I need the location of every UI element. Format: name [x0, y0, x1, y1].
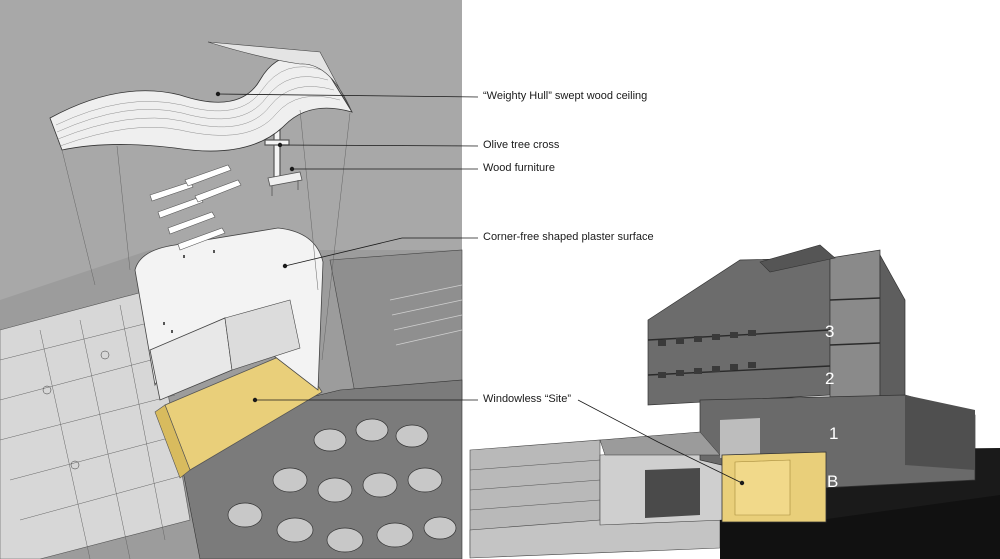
floor-label-2: 2 — [825, 369, 835, 388]
wood-benches — [149, 164, 242, 251]
floor-label-3: 3 — [825, 322, 835, 341]
leader-lines — [217, 93, 743, 484]
swept-wood-ceiling — [49, 41, 353, 152]
label-windowless-site: Windowless “Site” — [483, 393, 572, 405]
label-wood-furniture: Wood furniture — [483, 162, 555, 174]
label-olive-tree-cross: Olive tree cross — [483, 139, 560, 151]
floor-label-b: B — [827, 472, 839, 491]
floor-label-1: 1 — [829, 424, 839, 443]
plaster-room — [134, 227, 324, 401]
altar-table — [267, 171, 303, 196]
label-plaster-surface: Corner-free shaped plaster surface — [483, 231, 654, 243]
label-weighty-hull-ceiling: “Weighty Hull” swept wood ceiling — [483, 90, 648, 102]
building-section — [469, 244, 1000, 559]
